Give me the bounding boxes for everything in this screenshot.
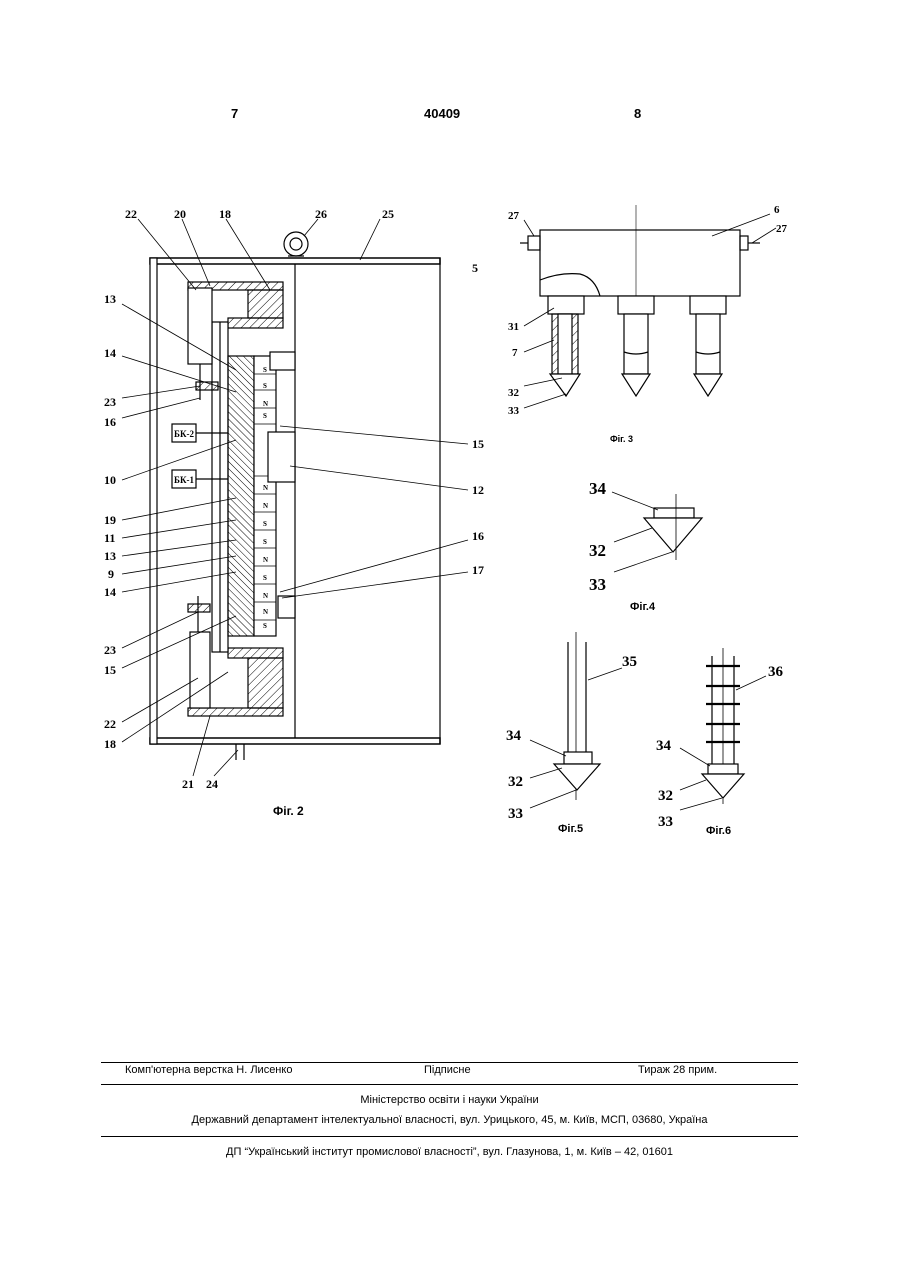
footer-rule-top [101, 1062, 798, 1063]
fig2-label: 18 [104, 737, 116, 751]
fig3-caption: Фіг. 3 [610, 434, 633, 444]
fig4-label: 34 [589, 479, 607, 498]
block-bk2-label: БК-2 [174, 429, 194, 439]
svg-text:N: N [263, 556, 268, 564]
fig2-label: 14 [104, 585, 116, 599]
fig2-label: 21 [182, 777, 194, 791]
svg-text:N: N [263, 400, 268, 408]
svg-text:S: S [263, 412, 267, 420]
fig5-label: 34 [506, 728, 522, 744]
fig2-label: 13 [104, 292, 116, 306]
fig2-label: 11 [104, 531, 115, 545]
svg-text:N: N [263, 592, 268, 600]
fig3-label: 32 [508, 387, 520, 399]
fig2-label: 13 [104, 549, 116, 563]
fig2-label: 26 [315, 207, 327, 221]
fig2-caption: Фіг. 2 [273, 804, 304, 818]
figure-6-labels: 36 34 32 33 Фіг.6 [656, 664, 784, 837]
figure-6 [680, 648, 766, 810]
fig4-label: 32 [589, 541, 606, 560]
footer-rule-mid [101, 1084, 798, 1085]
fig5-caption: Фіг.5 [558, 823, 583, 835]
fig3-label: 27 [776, 223, 788, 235]
fig6-label: 33 [658, 814, 673, 830]
fig2-label: 25 [382, 207, 394, 221]
fig6-caption: Фіг.6 [706, 825, 731, 837]
compositor-credit: Комп'ютерна верстка Н. Лисенко [125, 1064, 292, 1076]
svg-text:N: N [263, 502, 268, 510]
fig3-label: 31 [508, 321, 519, 333]
fig2-label: 12 [472, 483, 484, 497]
svg-text:N: N [263, 608, 268, 616]
patent-drawings: 22 20 18 26 25 5 13 14 23 16 10 19 11 13… [0, 0, 900, 900]
fig2-label: 19 [104, 513, 116, 527]
fig3-label: 6 [774, 204, 780, 216]
fig2-label: 23 [104, 643, 116, 657]
svg-text:S: S [263, 538, 267, 546]
fig2-label: 22 [104, 717, 116, 731]
fig2-label: 10 [104, 473, 116, 487]
figure-5-labels: 35 34 32 33 Фіг.5 [506, 654, 637, 835]
svg-text:S: S [263, 366, 267, 374]
fig5-label: 32 [508, 774, 523, 790]
fig2-label: 16 [104, 415, 116, 429]
svg-text:S: S [263, 574, 267, 582]
fig3-label: 33 [508, 405, 520, 417]
figure-4-labels: 34 32 33 Фіг.4 [589, 479, 656, 613]
fig4-label: 33 [589, 575, 606, 594]
fig4-caption: Фіг.4 [630, 601, 656, 613]
fig2-label: 9 [108, 567, 114, 581]
fig6-label: 36 [768, 664, 784, 680]
fig5-label: 33 [508, 806, 523, 822]
fig2-label: 24 [206, 777, 218, 791]
fig3-label: 27 [508, 210, 520, 222]
fig2-label: 22 [125, 207, 137, 221]
footer-rule-bottom [101, 1136, 798, 1137]
svg-text:S: S [263, 622, 267, 630]
fig2-label: 18 [219, 207, 231, 221]
figure-4 [612, 492, 702, 572]
department-line: Державний департамент інтелектуальної вл… [101, 1114, 798, 1126]
svg-text:S: S [263, 520, 267, 528]
figure-3 [520, 205, 776, 408]
fig2-label: 15 [472, 437, 484, 451]
fig2-label: 5 [472, 261, 478, 275]
fig2-label: 17 [472, 563, 484, 577]
fig3-label: 7 [512, 347, 518, 359]
figure-5 [530, 632, 622, 808]
fig5-label: 35 [622, 654, 637, 670]
institute-line: ДП “Український інститут промислової вла… [101, 1146, 798, 1158]
fig2-label: 20 [174, 207, 186, 221]
fig6-label: 32 [658, 788, 673, 804]
block-bk1-label: БК-1 [174, 475, 194, 485]
figure-2 [122, 219, 468, 776]
print-run: Тираж 28 прим. [638, 1064, 717, 1076]
svg-text:S: S [263, 382, 267, 390]
ministry-line: Міністерство освіти і науки України [101, 1094, 798, 1106]
fig2-label: 15 [104, 663, 116, 677]
fig2-label: 23 [104, 395, 116, 409]
svg-text:N: N [263, 484, 268, 492]
signed-note: Підписне [424, 1064, 471, 1076]
fig6-label: 34 [656, 738, 672, 754]
fig2-label: 16 [472, 529, 484, 543]
fig2-label: 14 [104, 346, 116, 360]
